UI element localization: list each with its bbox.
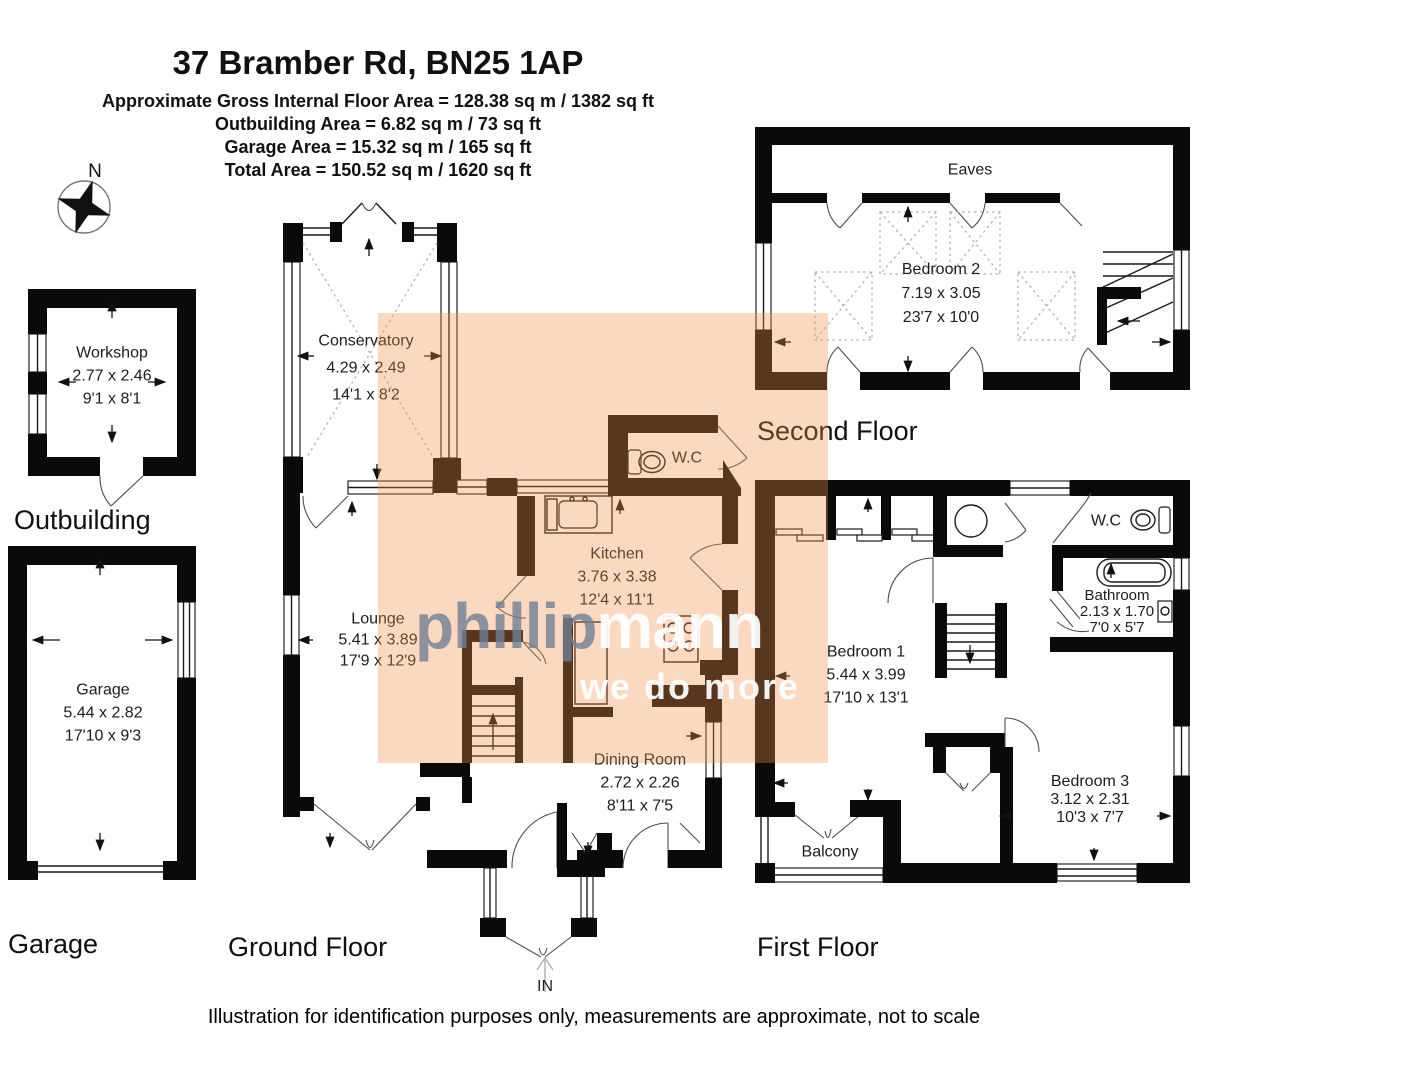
compass-north-label: N — [88, 161, 102, 182]
section-label-first-floor: First Floor — [757, 932, 879, 962]
basin-icon — [1157, 600, 1173, 623]
balcony-area — [760, 789, 901, 883]
garage-plan — [8, 546, 196, 880]
disclaimer: Illustration for identification purposes… — [207, 1006, 981, 1028]
section-label-second-floor: Second Floor — [757, 416, 918, 446]
page-title: 37 Bramber Rd, BN25 1AP — [172, 44, 584, 81]
skylight-boxes — [814, 211, 1076, 341]
header: 37 Bramber Rd, BN25 1AP Approximate Gros… — [58, 44, 698, 182]
ground-wc-room — [608, 415, 748, 496]
toilet-icon — [1130, 506, 1171, 534]
second-floor-stairs — [1096, 251, 1174, 347]
area-line-garage: Garage Area = 15.32 sq m / 165 sq ft — [224, 137, 532, 157]
room-label-wc-first: W.C — [1090, 512, 1122, 530]
room-label-dining: Dining Room 2.72 x 2.26 8'11 x 7'5 — [593, 751, 687, 815]
room-label-lounge: Lounge 5.41 x 3.89 17'9 x 12'9 — [338, 610, 418, 670]
stove-icon — [663, 615, 699, 663]
section-label-ground-floor: Ground Floor — [228, 932, 388, 962]
area-line-gross: Approximate Gross Internal Floor Area = … — [101, 91, 655, 111]
room-label-eaves: Eaves — [947, 161, 993, 179]
ground-floor-plan — [283, 415, 748, 992]
built-in-wardrobes — [775, 496, 938, 542]
second-floor-plan — [755, 127, 1190, 390]
room-label-garage: Garage 5.44 x 2.82 17'10 x 9'3 — [63, 681, 143, 745]
first-floor-stairs — [935, 603, 1007, 678]
bathroom-room — [1049, 557, 1190, 652]
room-label-workshop: Workshop 2.77 x 2.46 9'1 x 8'1 — [72, 344, 152, 408]
room-label-wc-ground: W.C — [671, 449, 703, 467]
room-label-balcony: Balcony — [801, 843, 859, 861]
patio-doors — [300, 797, 430, 851]
area-line-outbuilding: Outbuilding Area = 6.82 sq m / 73 sq ft — [215, 114, 541, 134]
room-label-bedroom1: Bedroom 1 5.44 x 3.99 17'10 x 13'1 — [823, 643, 909, 707]
entrance-label: IN — [537, 978, 553, 995]
toilet-icon — [627, 449, 666, 475]
section-label-garage: Garage — [8, 929, 99, 959]
entrance-arrow-icon — [536, 957, 554, 992]
section-label-outbuilding: Outbuilding — [14, 505, 151, 535]
room-label-kitchen: Kitchen 3.76 x 3.38 12'4 x 11'1 — [577, 545, 657, 609]
first-floor-plan — [755, 480, 1190, 883]
shower-room — [933, 493, 1027, 557]
bathtub-icon — [1096, 558, 1172, 587]
workshop-plan — [28, 289, 196, 507]
area-line-total: Total Area = 150.52 sq m / 1620 sq ft — [224, 160, 532, 180]
kitchen-sink-icon — [544, 495, 613, 534]
conservatory-plan — [283, 202, 461, 529]
compass-rose-icon — [57, 180, 111, 234]
ground-stairs — [420, 630, 547, 803]
room-label-conservatory: Conservatory 4.29 x 2.49 14'1 x 8'2 — [318, 332, 414, 404]
room-label-bedroom3: Bedroom 3 3.12 x 2.31 10'3 x 7'7 — [1050, 773, 1130, 826]
room-label-bathroom: Bathroom 2.13 x 1.70 7'0 x 5'7 — [1079, 587, 1155, 636]
first-wc-room — [1052, 492, 1173, 558]
room-label-bedroom2: Bedroom 2 7.19 x 3.05 23'7 x 10'0 — [901, 261, 981, 326]
